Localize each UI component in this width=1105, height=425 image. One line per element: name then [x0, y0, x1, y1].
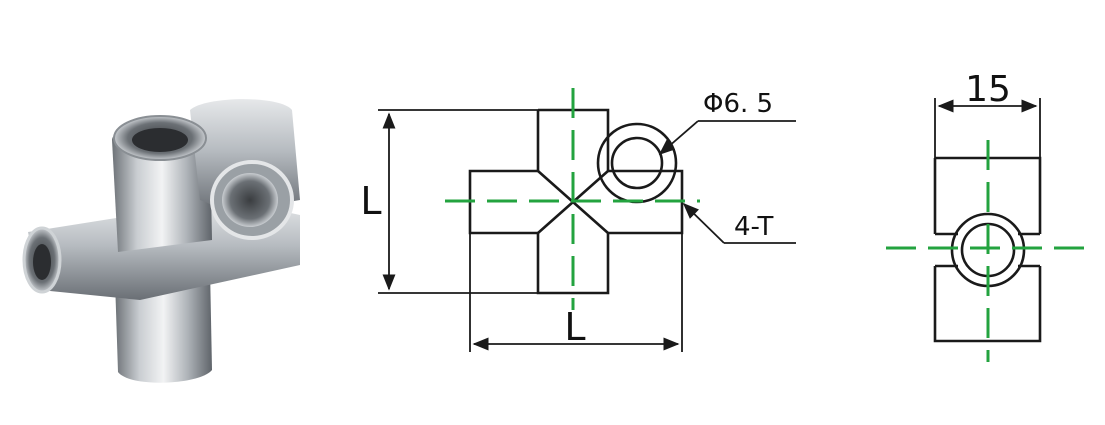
front-view: L L Φ6. 5 4-T: [360, 88, 796, 352]
dim-width-label: L: [564, 305, 585, 349]
thread-ports-label: 4-T: [734, 212, 774, 242]
dim-height-label: L: [360, 179, 381, 223]
side-lower-boss: [933, 266, 1042, 343]
hole-diameter-label: Φ6. 5: [703, 89, 773, 119]
thread-leader: [682, 202, 725, 244]
hole-leader: [658, 120, 699, 156]
fitting-photo: [22, 99, 300, 383]
mounting-hole-outer: [596, 122, 678, 204]
side-view: 15: [886, 69, 1085, 362]
side-width-label: 15: [965, 69, 1011, 110]
mounting-hole-inner: [610, 136, 664, 190]
